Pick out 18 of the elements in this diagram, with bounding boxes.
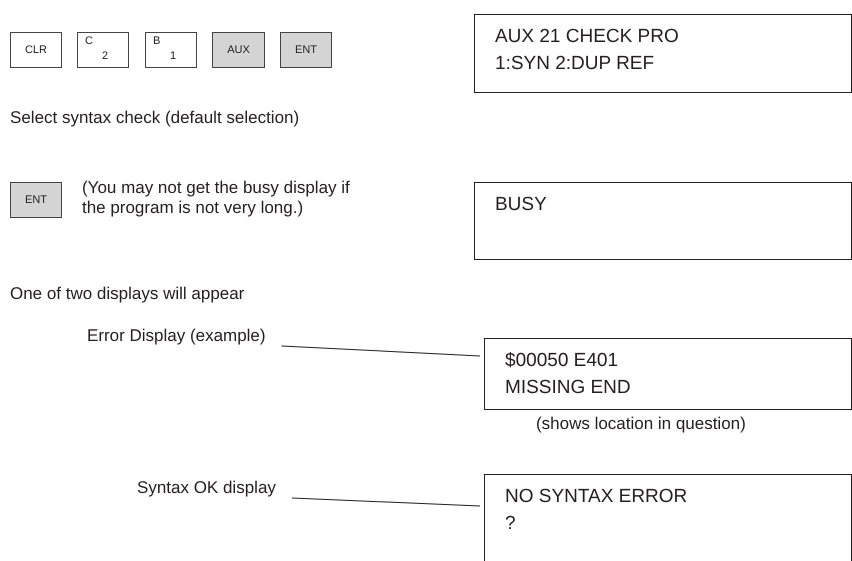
leader-line bbox=[281, 346, 480, 356]
keypad-key: CLR bbox=[10, 32, 62, 68]
leader-line bbox=[291, 498, 480, 506]
lcd-display: AUX 21 CHECK PRO 1:SYN 2:DUP REF bbox=[474, 14, 852, 93]
instruction-text: (You may not get the busy display if the program is not very long.) bbox=[82, 178, 351, 218]
keypad-key: AUX bbox=[212, 32, 265, 68]
note-text: (shows location in question) bbox=[536, 414, 746, 434]
instruction-text: Select syntax check (default selection) bbox=[10, 108, 300, 128]
keypad-key: C 2 bbox=[77, 32, 129, 68]
keypad-key: B 1 bbox=[145, 32, 197, 68]
keypad-key: ENT bbox=[10, 182, 62, 218]
instruction-text: One of two displays will appear bbox=[10, 284, 244, 304]
lcd-display: NO SYNTAX ERROR ? bbox=[484, 474, 852, 561]
lcd-display: $00050 E401 MISSING END bbox=[484, 338, 852, 410]
callout-text: Syntax OK display bbox=[137, 478, 276, 498]
lcd-display: BUSY bbox=[474, 182, 852, 260]
keypad-key: ENT bbox=[280, 32, 332, 68]
callout-text: Error Display (example) bbox=[87, 326, 266, 346]
